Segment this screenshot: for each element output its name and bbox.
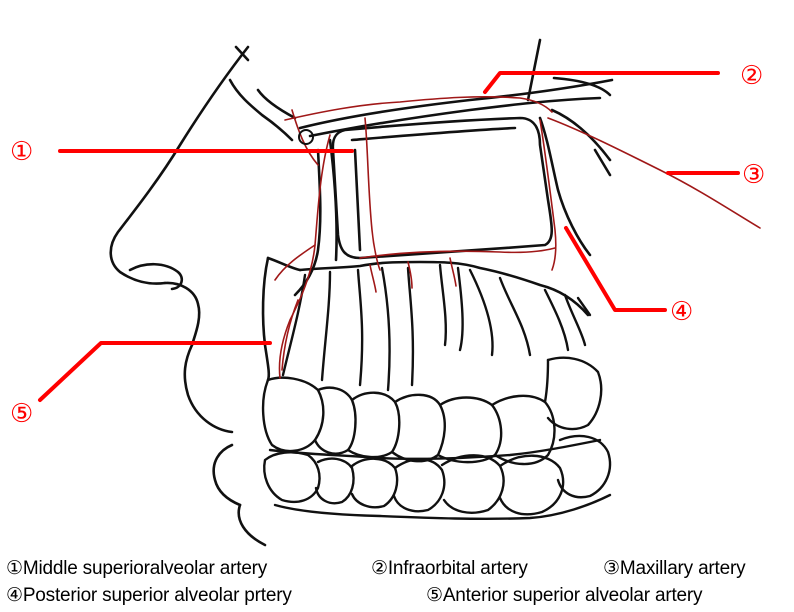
leader-line-5: [40, 343, 270, 400]
legend-item-2: ②Infraorbital artery: [371, 557, 528, 580]
middle-superior-alveolar-artery-path: [365, 118, 380, 270]
legend-item-4: ④Posterior superior alveolar prtery: [6, 584, 292, 607]
marker-3: ③: [742, 160, 765, 190]
legend-item-3: ③Maxillary artery: [603, 557, 745, 580]
marker-1: ①: [10, 137, 33, 167]
legend-item-5: ⑤Anterior superior alveolar artery: [426, 584, 702, 607]
legend-item-1: ①Middle superioralveolar artery: [6, 557, 267, 580]
marker-2: ②: [740, 61, 763, 91]
skull-outline: [111, 40, 612, 545]
marker-4: ④: [670, 297, 693, 327]
arteries: [275, 97, 760, 378]
marker-5: ⑤: [10, 399, 33, 429]
anterior-superior-alveolar-artery-path: [279, 135, 330, 378]
dentition: [263, 265, 610, 519]
